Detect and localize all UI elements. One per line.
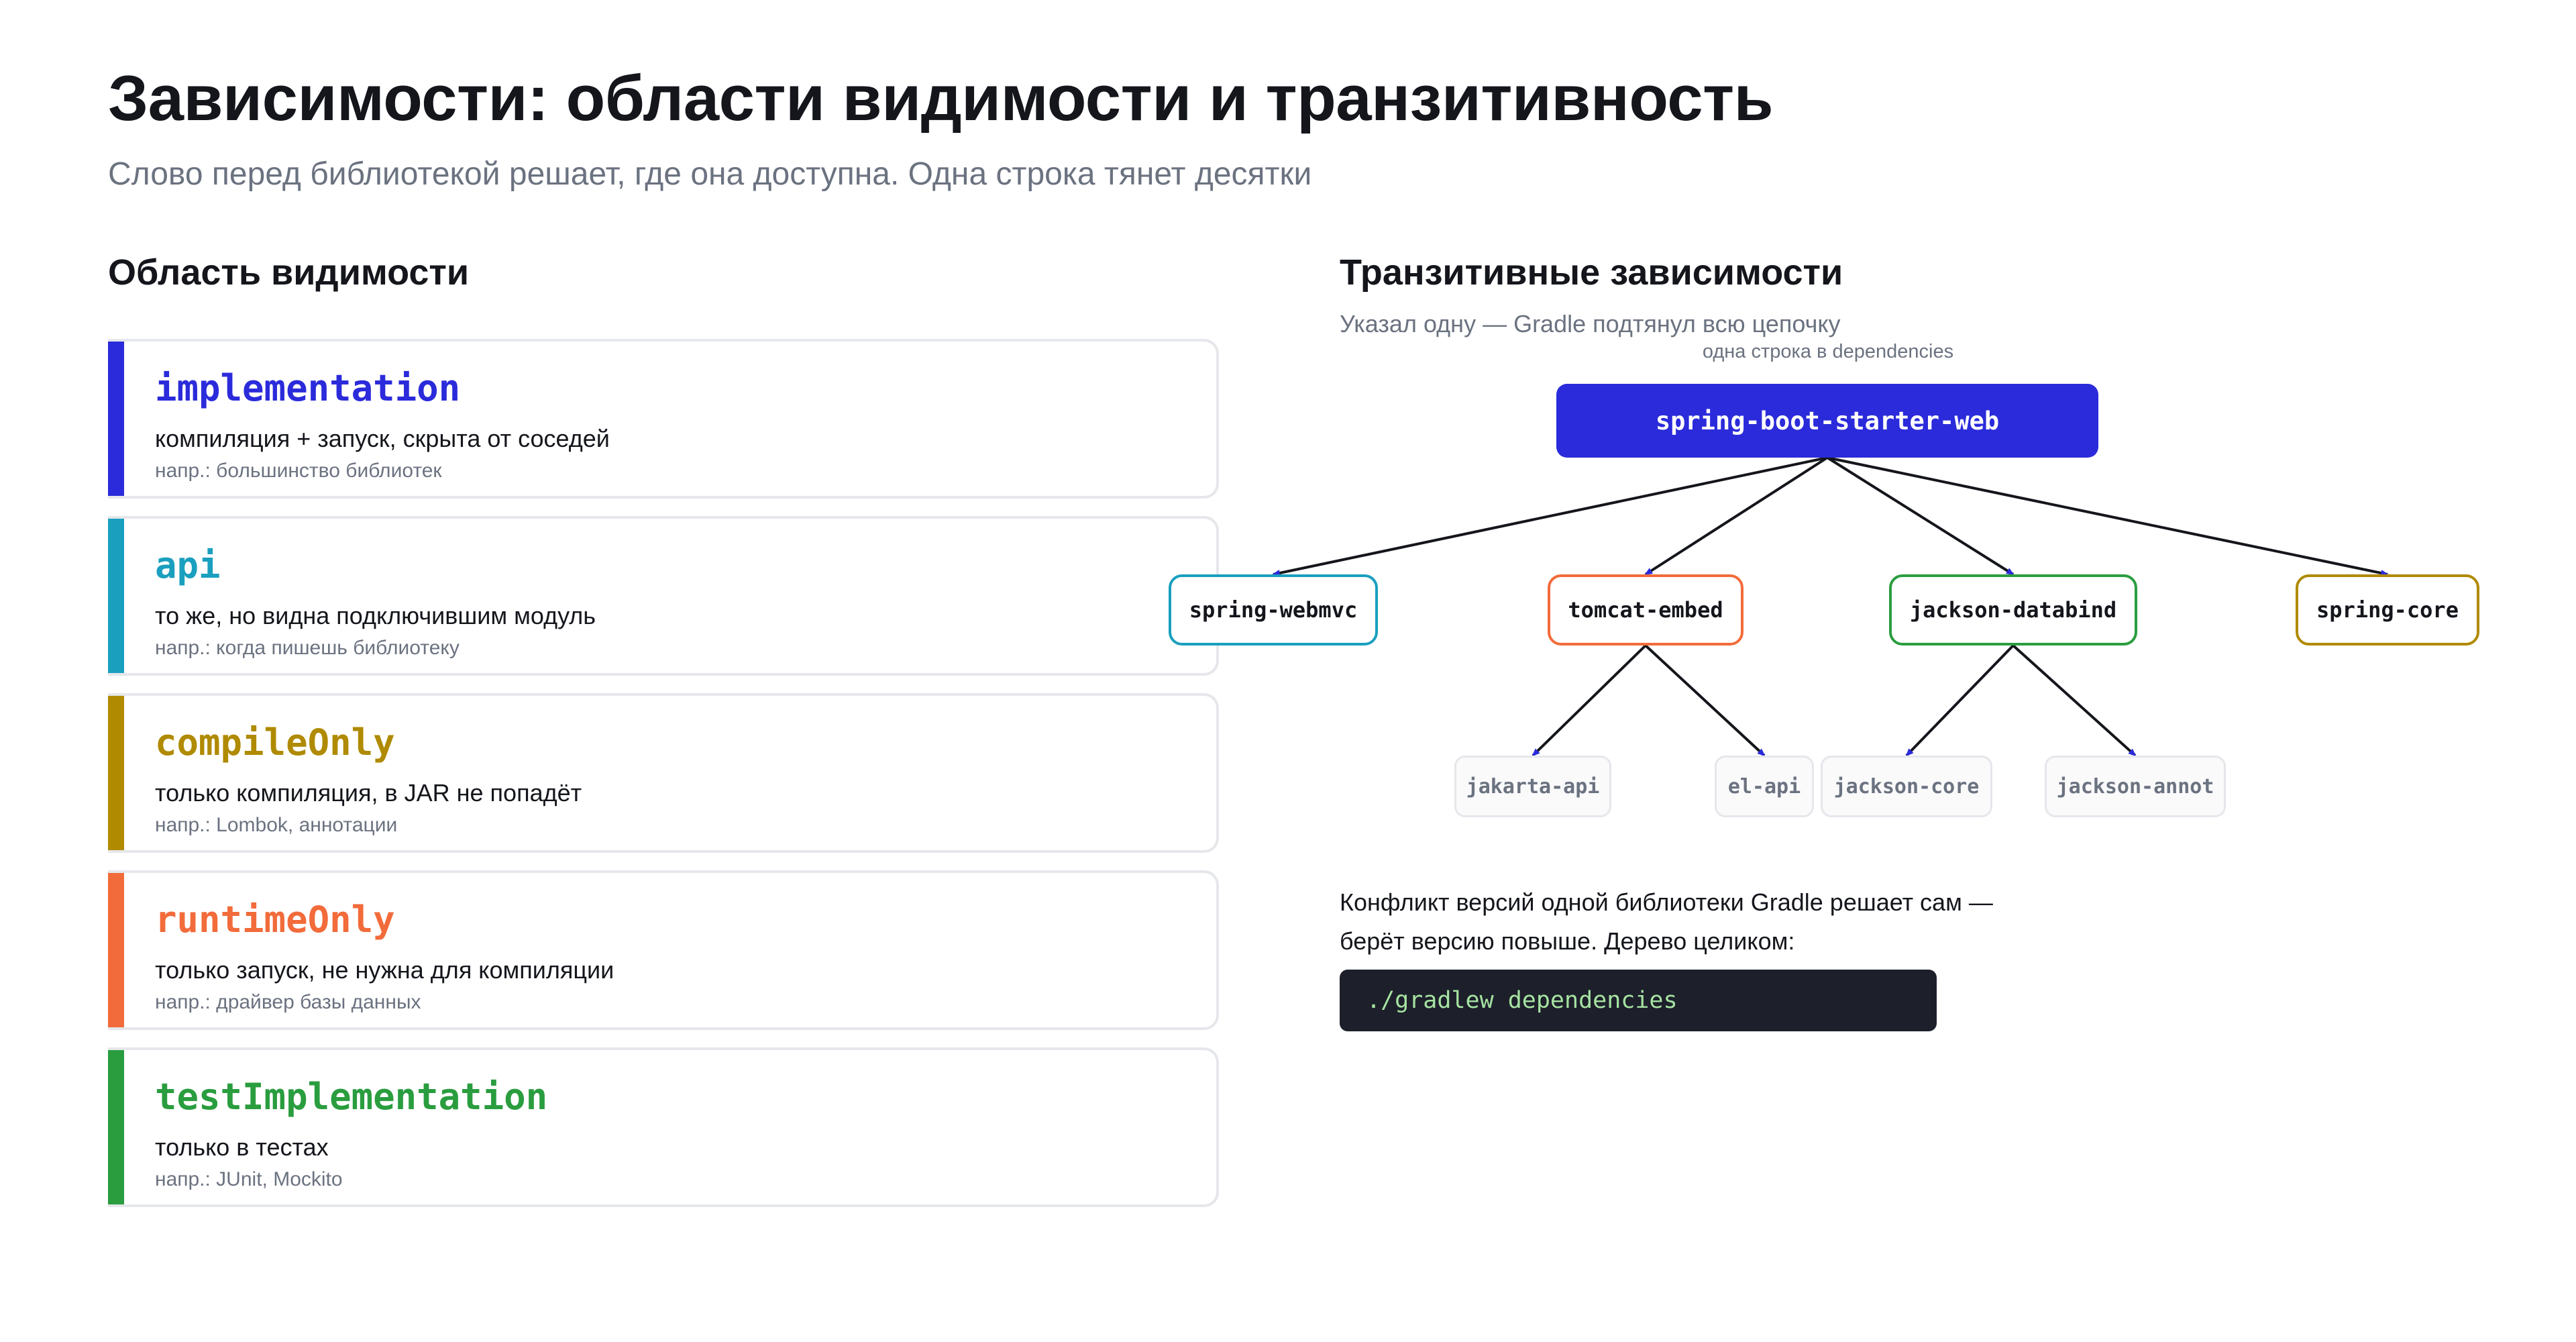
node-jackson-databind: jackson-databind [1889, 574, 2137, 646]
transitive-subtitle: Указал одну — Gradle подтянул всю цепочк… [1340, 310, 1841, 338]
page-subtitle: Слово перед библиотекой решает, где она … [108, 156, 1312, 192]
scope-description: только в тестах [155, 1133, 329, 1161]
page-title: Зависимости: области видимости и транзит… [108, 62, 1774, 134]
conflict-note-line2: берёт версию повыше. Дерево целиком: [1340, 927, 1795, 955]
scope-card-testimplementation: testImplementation только в тестах напр.… [108, 1047, 1219, 1207]
scope-example: напр.: Lombok, аннотации [155, 814, 398, 836]
scope-name: testImplementation [155, 1076, 548, 1118]
scope-example: напр.: JUnit, Mockito [155, 1168, 343, 1190]
node-jackson-annot: jackson-annot [2045, 756, 2226, 817]
scope-accent-bar [108, 1050, 124, 1204]
scope-name: api [155, 544, 221, 586]
scopes-title: Область видимости [108, 252, 470, 293]
scope-example: напр.: драйвер базы данных [155, 991, 421, 1013]
scope-name: runtimeOnly [155, 898, 395, 941]
edge-spring-boot-starter-web-to-jackson-databind [1826, 456, 2015, 576]
scope-accent-bar [108, 873, 124, 1027]
edge-spring-boot-starter-web-to-spring-webmvc [1272, 456, 1828, 576]
root-caption: одна строка в dependencies [1702, 341, 1954, 362]
scope-card-runtimeonly: runtimeOnly только запуск, не нужна для … [108, 870, 1219, 1030]
scope-description: компиляция + запуск, скрыта от соседей [155, 425, 610, 452]
edge-tomcat-embed-to-jakarta-api [1532, 644, 1647, 757]
edge-jackson-databind-to-jackson-core [1905, 644, 2015, 757]
edge-jackson-databind-to-jackson-annot [2012, 644, 2137, 757]
node-jakarta-api: jakarta-api [1454, 756, 1611, 817]
node-spring-boot-starter-web: spring-boot-starter-web [1556, 384, 2098, 458]
scope-accent-bar [108, 342, 124, 496]
gradle-command: ./gradlew dependencies [1366, 987, 1678, 1014]
scope-card-api: api то же, но видна подключившим модуль … [108, 516, 1219, 676]
scope-name: implementation [155, 367, 461, 409]
node-tomcat-embed: tomcat-embed [1548, 574, 1743, 646]
edge-spring-boot-starter-web-to-spring-core [1827, 456, 2389, 576]
scope-description: только запуск, не нужна для компиляции [155, 956, 614, 984]
scope-example: напр.: большинство библиотек [155, 460, 442, 482]
scope-accent-bar [108, 696, 124, 850]
scope-name: compileOnly [155, 721, 395, 764]
scope-description: то же, но видна подключившим модуль [155, 602, 596, 629]
scope-card-implementation: implementation компиляция + запуск, скры… [108, 339, 1219, 499]
scope-description: только компиляция, в JAR не попадёт [155, 779, 582, 807]
conflict-note-line1: Конфликт версий одной библиотеки Gradle … [1340, 888, 1993, 916]
transitive-title: Транзитивные зависимости [1340, 252, 1843, 293]
command-block: ./gradlew dependencies [1340, 970, 1937, 1031]
node-spring-core: spring-core [2296, 574, 2479, 646]
node-jackson-core: jackson-core [1821, 756, 1992, 817]
node-spring-webmvc: spring-webmvc [1169, 574, 1378, 646]
scope-accent-bar [108, 519, 124, 673]
node-el-api: el-api [1715, 756, 1814, 817]
edge-tomcat-embed-to-el-api [1644, 644, 1766, 757]
edge-spring-boot-starter-web-to-tomcat-embed [1644, 456, 1829, 576]
scope-card-compileonly: compileOnly только компиляция, в JAR не … [108, 693, 1219, 853]
scope-example: напр.: когда пишешь библиотеку [155, 637, 460, 659]
